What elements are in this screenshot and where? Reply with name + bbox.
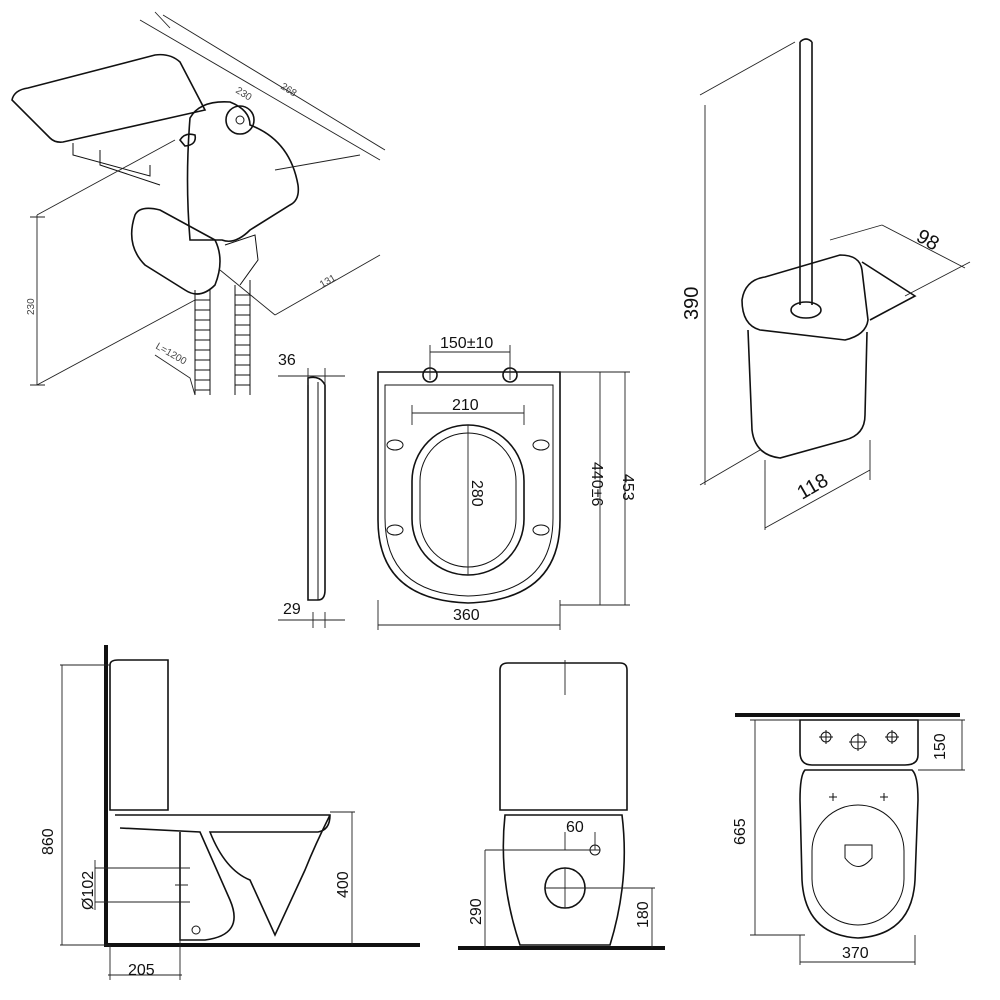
hinge-spacing-label: 150±10 (440, 335, 493, 352)
brush-width-label: 118 (794, 469, 833, 504)
seat-side-view: 36 29 (278, 352, 345, 628)
hose-length-label: L=1200 (154, 341, 189, 368)
seat-height-label: 400 (335, 871, 352, 898)
outlet-diameter-label: Ø102 (80, 871, 97, 910)
inlet-height-label: 290 (468, 898, 485, 925)
inlet-offset-label: 60 (566, 819, 584, 836)
tank-depth-label: 150 (932, 733, 949, 760)
mounting-hole-icon (819, 730, 899, 801)
toilet-brush-holder-drawing: 390 98 118 (681, 38, 971, 530)
shower-height-label: 230 (26, 298, 37, 315)
toilet-length-label: 665 (732, 818, 749, 845)
seat-length-label: 440±6 (588, 462, 605, 506)
opening-length-label: 280 (468, 480, 485, 507)
hygienic-shower-drawing: 230 268 230 131 L=1200 (11, 11, 386, 396)
opening-width-label: 210 (452, 397, 479, 414)
toilet-width-label: 370 (842, 945, 869, 962)
outlet-distance-label: 205 (128, 962, 155, 979)
brush-height-label: 390 (681, 287, 703, 320)
seat-top-view: 150±10 210 280 440±6 453 360 (377, 335, 636, 630)
shower-width-label: 131 (318, 273, 338, 291)
shower-depth-inner-label: 230 (233, 85, 253, 103)
toilet-top-view: 150 665 370 (732, 713, 965, 965)
seat-top-thickness-label: 36 (278, 352, 296, 369)
outlet-height-label: 180 (635, 901, 652, 928)
toilet-side-view: 860 Ø102 400 205 (40, 645, 420, 980)
seat-overall-length-label: 453 (619, 474, 636, 501)
seat-width-label: 360 (453, 607, 480, 624)
hose-icon (194, 280, 251, 395)
seat-bottom-thickness-label: 29 (283, 601, 301, 618)
brush-depth-label: 98 (913, 225, 943, 255)
shower-depth-outer-label: 268 (278, 81, 298, 99)
toilet-front-view: 60 290 180 (458, 660, 665, 950)
toilet-height-label: 860 (40, 828, 57, 855)
